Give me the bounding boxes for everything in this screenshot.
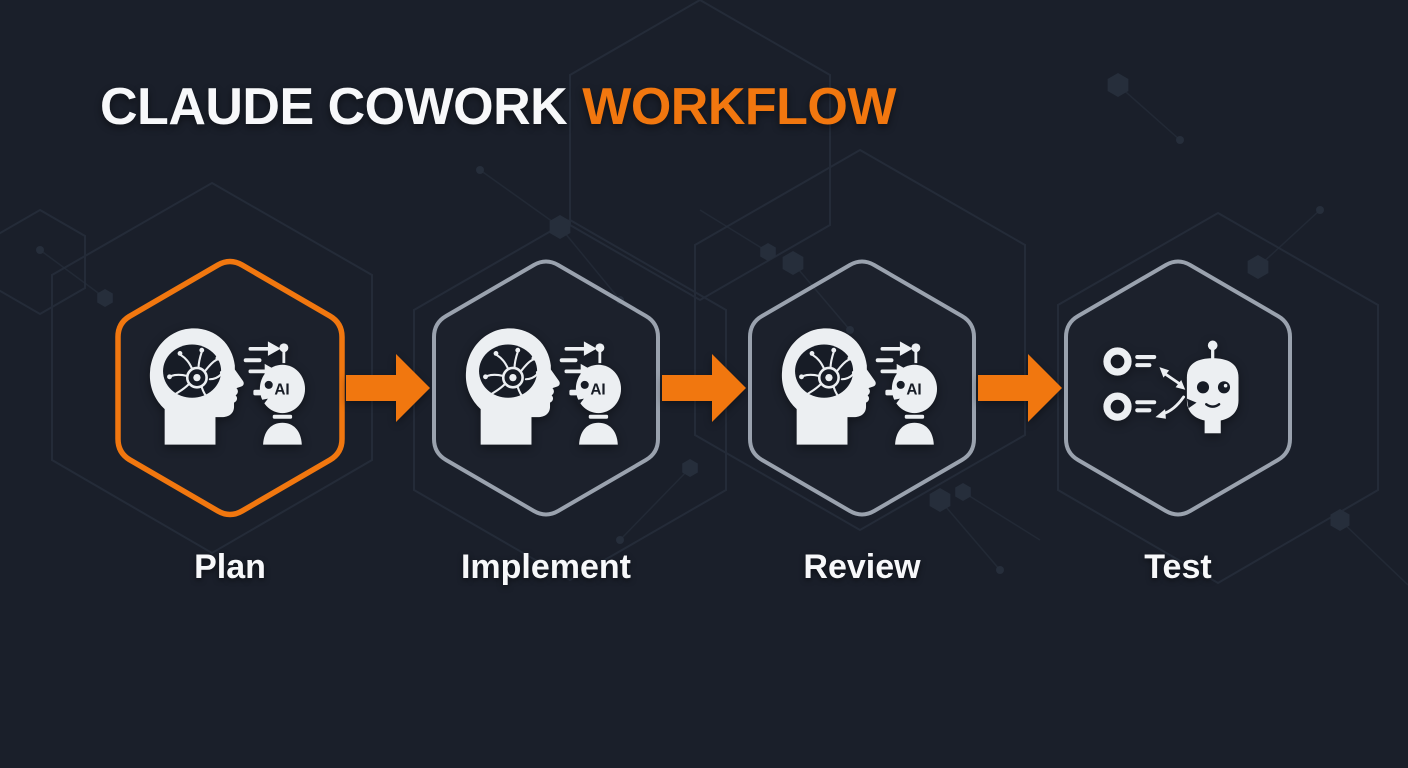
hexagon-border	[432, 259, 660, 517]
hexagon-border	[748, 259, 976, 517]
human-ai-collaboration-icon	[145, 326, 315, 447]
workflow-stage-plan: Plan	[115, 258, 345, 587]
stage-label-plan: Plan	[194, 548, 266, 586]
title-main: CLAUDE COWORK	[100, 78, 568, 136]
workflow-stage-test: Test	[1064, 258, 1292, 587]
stage-label-review: Review	[803, 548, 921, 586]
workflow-diagram: Plan Implement Review	[0, 258, 1408, 587]
hexagon-test	[1064, 258, 1292, 518]
right-arrow-icon	[978, 354, 1062, 422]
workflow-stage-implement: Implement	[432, 258, 660, 587]
hexagon-plan	[115, 258, 345, 518]
human-ai-collaboration-icon	[777, 326, 947, 447]
stage-label-implement: Implement	[460, 548, 632, 586]
right-arrow-icon	[662, 354, 746, 422]
checklist-robot-icon	[1093, 326, 1263, 447]
hexagon-border	[1064, 259, 1292, 517]
hexagon-implement	[432, 258, 660, 518]
hexagon-border	[115, 258, 345, 518]
hexagon-review	[748, 258, 976, 518]
stage-label-test: Test	[1144, 548, 1212, 586]
title-accent: WORKFLOW	[582, 78, 896, 136]
workflow-stage-review: Review	[748, 258, 976, 587]
right-arrow-icon	[346, 354, 430, 422]
human-ai-collaboration-icon	[461, 326, 631, 447]
